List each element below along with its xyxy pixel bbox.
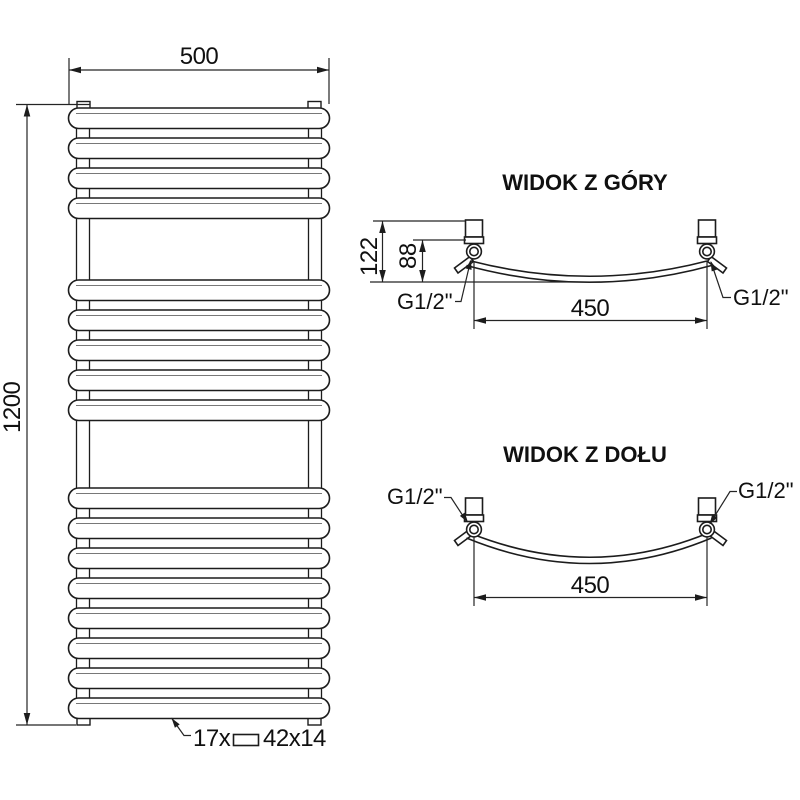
height-dim-label: 1200 [0,381,26,433]
radiator-bar [67,517,331,540]
connection-callout-right: G1/2" [709,478,794,525]
dimension-total-depth: 122 [356,220,465,282]
radiator-bar [67,137,331,160]
left-connection-label: G1/2" [397,289,453,314]
dimension-height: 1200 [0,103,90,726]
radiator-bars [67,107,331,720]
radiator-bar [67,167,331,190]
axis-depth-label: 88 [395,243,422,269]
radiator-bar [67,547,331,570]
bottom-view: WIDOK Z DOŁU 450 [387,442,794,606]
dimension-connection-spacing-top: 450 [473,262,708,329]
radiator-bar [67,697,331,720]
right-connection-label: G1/2" [733,285,789,310]
tube-count-label: 17x [193,725,231,752]
bottom-view-title: WIDOK Z DOŁU [503,442,667,467]
total-depth-label: 122 [356,237,383,276]
valve-fitting-left [463,219,485,260]
radiator-bar [67,399,331,422]
radiator-bar [67,607,331,630]
valve-fitting-left [463,497,485,538]
front-view [67,100,331,726]
dimension-axis-depth: 88 [395,239,466,282]
curved-tube-bottom-edge [466,537,712,565]
valve-fitting-right [696,497,718,538]
top-view: WIDOK Z GÓRY 122 [356,170,789,329]
radiator-bar [67,309,331,332]
radiator-bar [67,637,331,660]
tube-profile-symbol [232,733,260,747]
tube-profile-label: 42x14 [263,725,326,752]
radiator-bar [67,107,331,130]
valve-fitting-right [696,219,718,260]
top-view-title: WIDOK Z GÓRY [502,170,668,195]
radiator-bar [67,487,331,510]
radiator-bar [67,369,331,392]
connection-spacing-label: 450 [571,572,610,599]
radiator-bar [67,577,331,600]
curved-tube-top-edge [470,260,708,278]
tube-end-cap-right [706,255,728,275]
connection-callout-left: G1/2" [387,484,468,523]
radiator-bar [67,197,331,220]
connection-spacing-label: 450 [571,295,610,322]
width-dim-label: 500 [180,43,219,70]
dimension-connection-spacing-bottom: 450 [473,537,708,606]
radiator-bar [67,667,331,690]
connection-callout-left: G1/2" [397,259,472,314]
radiator-bar [67,279,331,302]
connection-callout-right: G1/2" [710,261,789,310]
dimension-width: 500 [68,43,330,104]
curved-tube-top-edge [470,532,708,559]
profile-callout: 17x 42x14 [171,717,327,752]
right-connection-label: G1/2" [738,478,794,503]
left-connection-label: G1/2" [387,484,443,509]
radiator-bar [67,339,331,362]
